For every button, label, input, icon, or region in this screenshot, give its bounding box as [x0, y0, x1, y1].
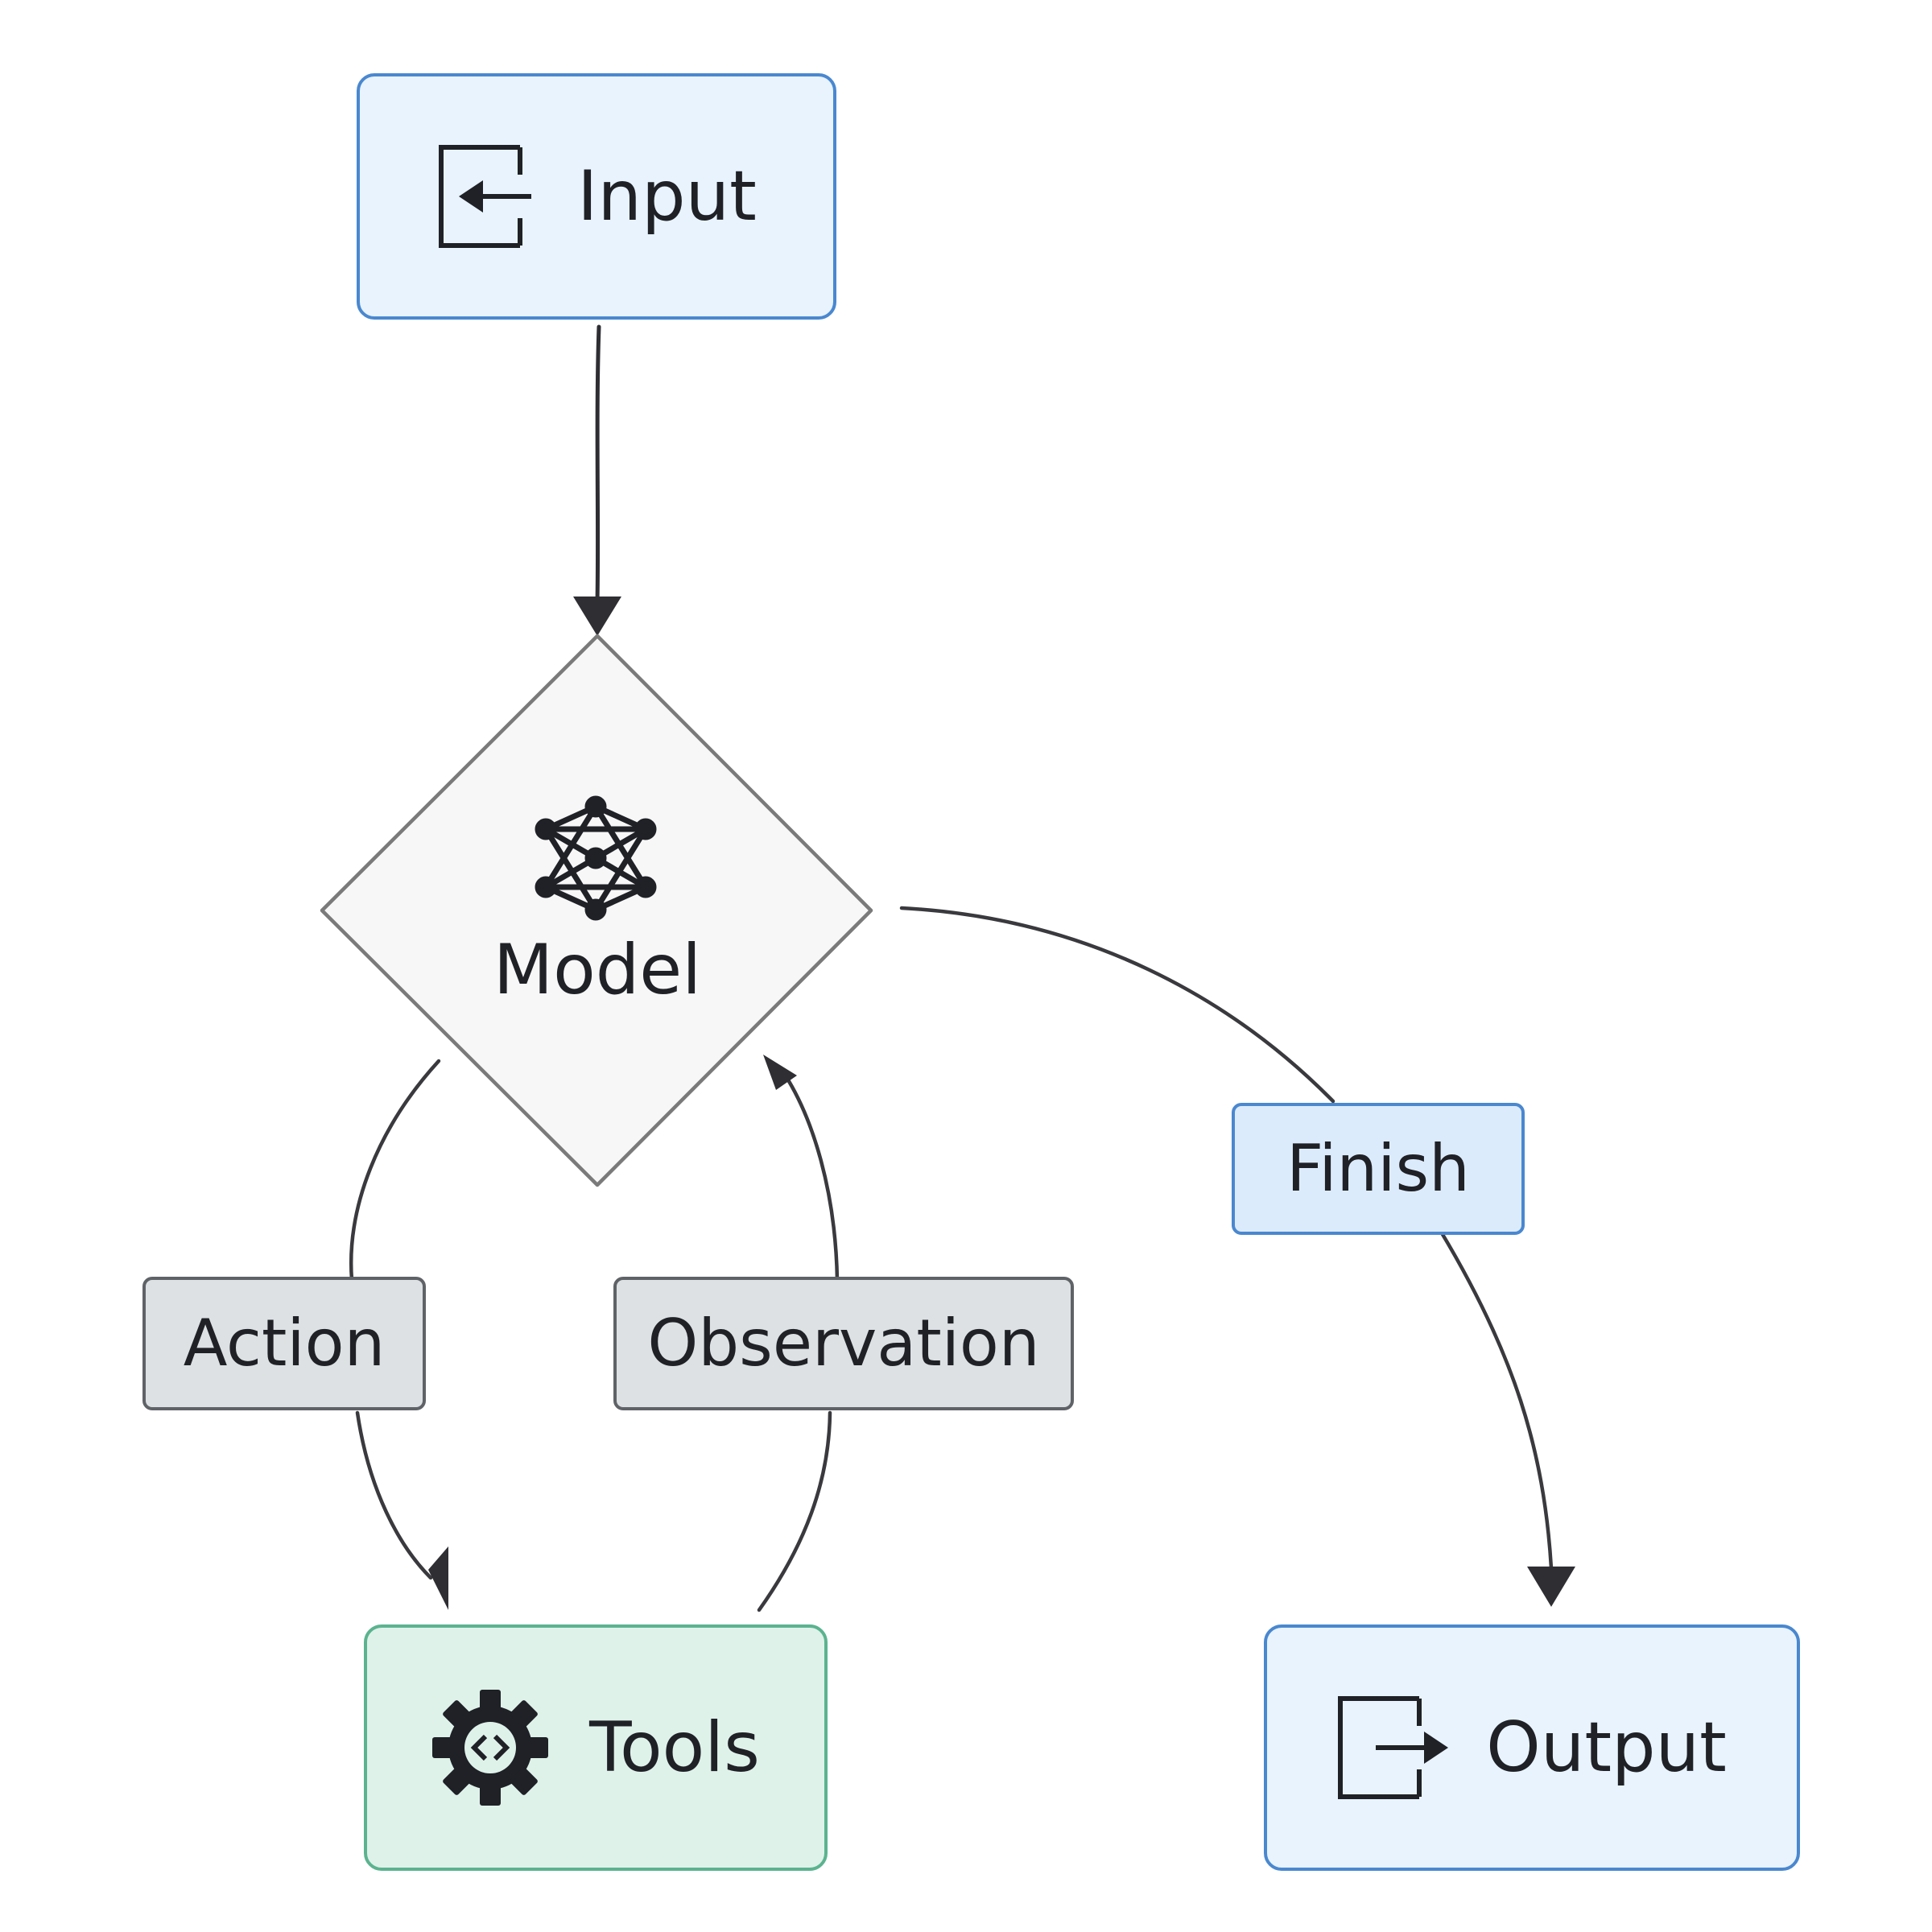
gear-code-icon: [432, 1690, 549, 1806]
arrowhead-tools-model: [763, 1055, 797, 1090]
action-edge-label[interactable]: Action: [142, 1277, 426, 1410]
edge-input-model: [595, 324, 601, 605]
output-node[interactable]: Output: [1264, 1624, 1800, 1871]
input-label: Input: [577, 156, 757, 237]
model-label: Model: [493, 930, 702, 1010]
arrowhead-input-model: [573, 597, 621, 636]
arrowhead-model-tools: [428, 1546, 448, 1610]
tools-node[interactable]: Tools: [364, 1624, 828, 1871]
edge-model-output-finish: [899, 906, 1554, 1571]
arrowhead-model-output: [1527, 1567, 1575, 1607]
edge-model-tools-action: [349, 1059, 441, 1580]
finish-edge-label[interactable]: Finish: [1232, 1103, 1525, 1235]
login-arrow-icon: [439, 145, 532, 248]
neural-network-icon: [535, 795, 657, 921]
output-label: Output: [1486, 1707, 1727, 1788]
tools-label: Tools: [589, 1707, 760, 1788]
observation-label: Observation: [647, 1306, 1040, 1381]
finish-label: Finish: [1286, 1131, 1470, 1206]
edge-tools-model-observation: [757, 1072, 840, 1612]
observation-edge-label[interactable]: Observation: [613, 1277, 1074, 1410]
action-label: Action: [183, 1306, 386, 1381]
logout-arrow-icon: [1338, 1696, 1449, 1799]
input-node[interactable]: Input: [357, 73, 836, 320]
